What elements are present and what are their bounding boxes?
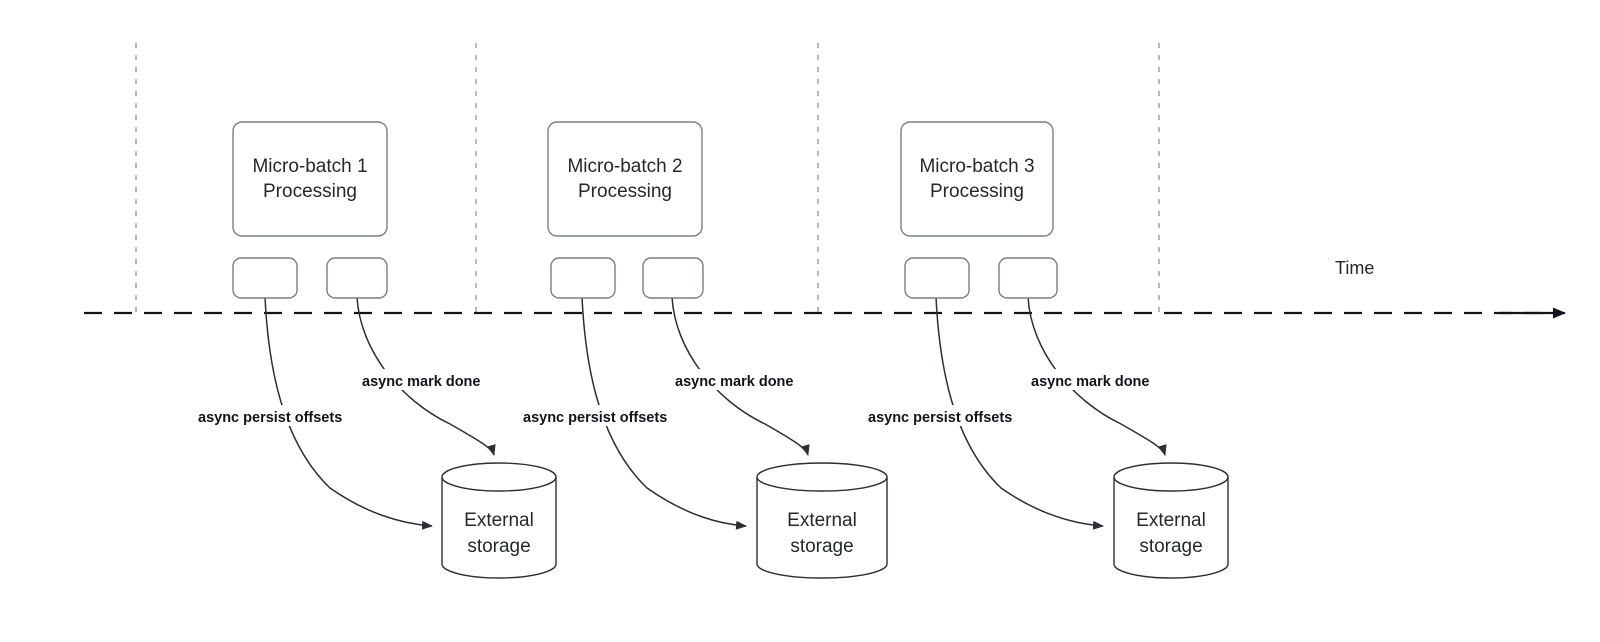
tick-box-3a[interactable] bbox=[904, 257, 970, 299]
microbatch-box-2-rect[interactable] bbox=[547, 121, 703, 237]
group-3: Micro-batch 3 Processing async persist o… bbox=[866, 121, 1229, 579]
edge-label-bg-persist-3 bbox=[866, 405, 1044, 426]
tick-box-1a[interactable] bbox=[232, 257, 298, 299]
edge-label-persist-offsets-2: async persist offsets bbox=[523, 410, 667, 426]
edge-label-persist-offsets-1: async persist offsets bbox=[198, 410, 342, 426]
edge-label-bg-markdone-3 bbox=[1029, 369, 1172, 390]
microbatch-box-2-line2: Processing bbox=[578, 181, 672, 202]
edge-label-bg-persist-1 bbox=[196, 405, 374, 426]
tick-box-1b[interactable] bbox=[326, 257, 388, 299]
external-storage-3-top[interactable] bbox=[1113, 462, 1229, 492]
separator-lines bbox=[135, 43, 1160, 313]
microbatch-box-3[interactable]: Micro-batch 3 Processing bbox=[900, 121, 1054, 237]
microbatch-box-2[interactable]: Micro-batch 2 Processing bbox=[547, 121, 703, 237]
edge-label-mark-done-2: async mark done bbox=[675, 374, 793, 390]
microbatch-box-1-rect[interactable] bbox=[232, 121, 388, 237]
edge-label-bg-markdone-2 bbox=[673, 369, 816, 390]
tick-box-3b[interactable] bbox=[998, 257, 1058, 299]
external-storage-2-body[interactable] bbox=[756, 477, 888, 579]
tick-box-2a[interactable] bbox=[550, 257, 616, 299]
microbatch-box-1-line2: Processing bbox=[263, 181, 357, 202]
group-1: Micro-batch 1 Processing async persist o… bbox=[196, 121, 557, 579]
time-axis: Time bbox=[84, 258, 1566, 319]
microbatch-box-2-line1: Micro-batch 2 bbox=[567, 156, 682, 177]
time-axis-label: Time bbox=[1335, 258, 1374, 278]
microbatch-box-1-line1: Micro-batch 1 bbox=[252, 156, 367, 177]
edge-mark-done-2 bbox=[671, 296, 810, 456]
edge-persist-offsets-1 bbox=[264, 296, 433, 530]
tick-box-2b[interactable] bbox=[642, 257, 704, 299]
edge-label-bg-markdone-1 bbox=[360, 369, 503, 390]
group-2: Micro-batch 2 Processing async persist o… bbox=[521, 121, 888, 579]
edge-label-bg-persist-2 bbox=[521, 405, 699, 426]
edge-mark-done-3 bbox=[1027, 296, 1167, 456]
external-storage-3-body[interactable] bbox=[1113, 477, 1229, 579]
microbatch-box-3-rect[interactable] bbox=[900, 121, 1054, 237]
external-storage-2-line2: storage bbox=[790, 536, 853, 557]
external-storage-1-body[interactable] bbox=[441, 477, 557, 579]
edge-label-persist-offsets-3: async persist offsets bbox=[868, 410, 1012, 426]
edge-label-mark-done-1: async mark done bbox=[362, 374, 480, 390]
microbatch-box-3-line2: Processing bbox=[930, 181, 1024, 202]
external-storage-2[interactable]: External storage bbox=[756, 462, 888, 579]
external-storage-3-line1: External bbox=[1136, 510, 1206, 531]
external-storage-1-line2: storage bbox=[467, 536, 530, 557]
microbatch-box-1[interactable]: Micro-batch 1 Processing bbox=[232, 121, 388, 237]
edge-persist-offsets-3 bbox=[935, 296, 1104, 530]
edge-persist-offsets-2 bbox=[581, 296, 747, 530]
edge-mark-done-1 bbox=[356, 296, 496, 456]
external-storage-3[interactable]: External storage bbox=[1113, 462, 1229, 579]
external-storage-1-top[interactable] bbox=[441, 462, 557, 492]
external-storage-1-line1: External bbox=[464, 510, 534, 531]
edge-label-mark-done-3: async mark done bbox=[1031, 374, 1149, 390]
external-storage-1[interactable]: External storage bbox=[441, 462, 557, 579]
external-storage-2-line1: External bbox=[787, 510, 857, 531]
microbatch-box-3-line1: Micro-batch 3 bbox=[919, 156, 1034, 177]
external-storage-2-top[interactable] bbox=[756, 462, 888, 492]
external-storage-3-line2: storage bbox=[1139, 536, 1202, 557]
